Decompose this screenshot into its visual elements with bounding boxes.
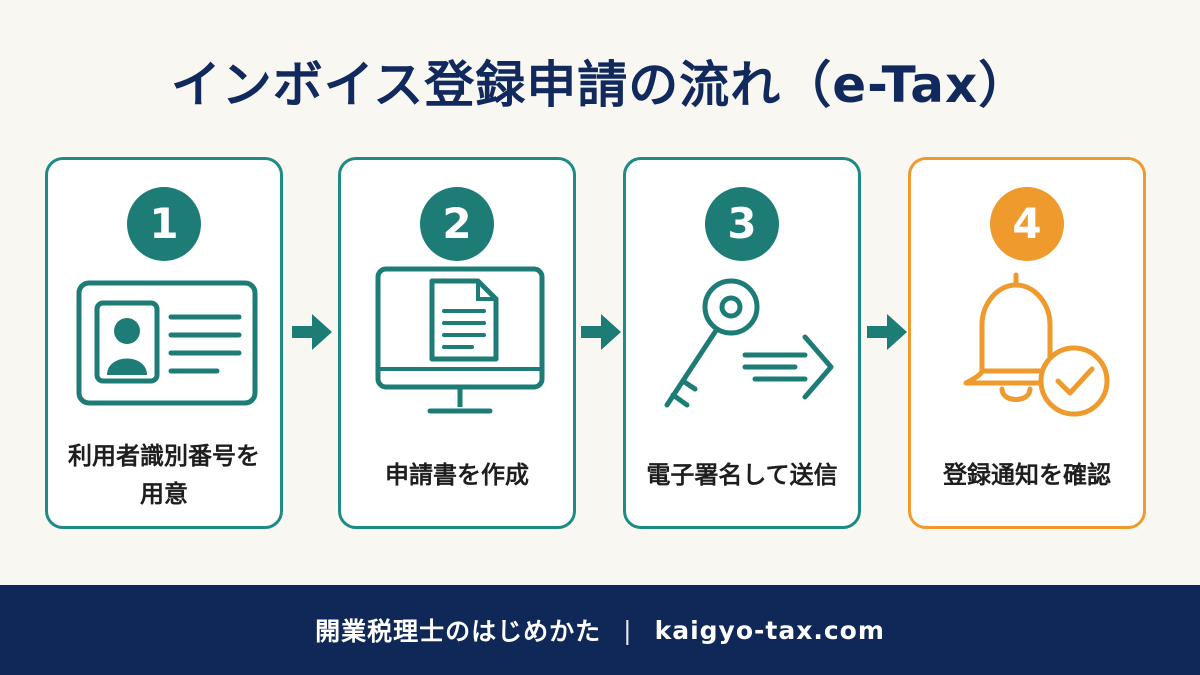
footer-bar: 開業税理士のはじめかた | kaigyo-tax.com (0, 585, 1200, 675)
page-title: インボイス登録申請の流れ（e-Tax） (170, 56, 1030, 114)
step-card-3: 3 電子署名して送信 (623, 157, 861, 529)
bell-check-icon (963, 272, 1110, 417)
step-number-badge: 2 (420, 187, 494, 261)
step-card-2: 2 申請書を作成 (338, 157, 576, 529)
step-card-1: 1 利用者識別番号を用意 (45, 157, 283, 529)
monitor-document-icon (375, 266, 545, 414)
site-name: 開業税理士のはじめかた (315, 617, 602, 646)
step-number-badge: 3 (705, 187, 779, 261)
key-send-icon (664, 278, 834, 408)
arrow-right-icon (292, 314, 332, 350)
id-card-icon (76, 280, 258, 406)
step-number-badge: 4 (990, 187, 1064, 261)
step-card-4: 4 登録通知を確認 (908, 157, 1146, 529)
step-label: 登録通知を確認 (943, 461, 1111, 489)
step-number-badge: 1 (127, 187, 201, 261)
footer-separator: | (623, 615, 633, 645)
arrow-right-icon (867, 314, 907, 350)
arrow-right-icon (581, 314, 621, 350)
step-label: 申請書を作成 (385, 461, 529, 489)
step-label: 利用者識別番号を用意 (68, 442, 260, 508)
site-url: kaigyo-tax.com (654, 615, 885, 645)
step-label: 電子署名して送信 (646, 461, 838, 489)
